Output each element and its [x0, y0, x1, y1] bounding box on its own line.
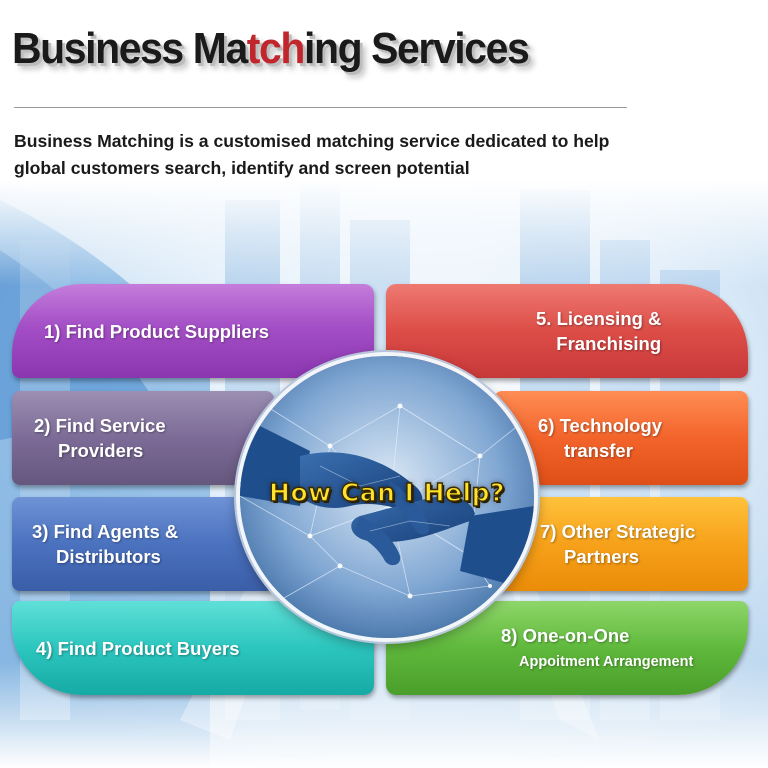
- service-technology-transfer[interactable]: 6) Technology transfer: [494, 391, 748, 485]
- service-label-line-2: Partners: [564, 546, 640, 567]
- service-label-line-1: 5. Licensing &: [536, 308, 662, 329]
- handshake-network-icon: [240, 356, 534, 638]
- intro-text: Business Matching is a customised matchi…: [14, 131, 610, 178]
- service-label: 5. Licensing & Franchising: [536, 306, 661, 356]
- service-label: 4) Find Product Buyers: [36, 637, 240, 659]
- service-label: 7) Other Strategic Partners: [540, 519, 695, 569]
- service-find-agents-distributors[interactable]: 3) Find Agents & Distributors: [12, 497, 274, 591]
- title-divider: [14, 107, 627, 108]
- service-label-line-2: transfer: [564, 440, 633, 461]
- handshake-hub: [236, 352, 538, 642]
- service-label: 6) Technology transfer: [538, 413, 662, 463]
- service-label-line-1: 7) Other Strategic: [540, 521, 696, 542]
- service-label-line-1: 6) Technology: [538, 415, 663, 436]
- page-title: Business Matching Services: [12, 24, 530, 74]
- service-label-line-1: 2) Find Service: [34, 415, 166, 436]
- title-part-1: Business Ma: [12, 24, 248, 73]
- service-label-line-2: Franchising: [556, 333, 662, 354]
- hub-label: How Can I Help?: [268, 477, 505, 507]
- service-label-line-2: Distributors: [56, 546, 161, 567]
- title-part-2: ing Services: [304, 24, 530, 73]
- service-label-line-2: Appoitment Arrangement: [519, 654, 694, 670]
- service-label-line-1: 3) Find Agents &: [32, 521, 179, 542]
- service-label: 1) Find Product Suppliers: [44, 320, 270, 342]
- service-label-line-2: Providers: [58, 440, 144, 461]
- service-find-service-providers[interactable]: 2) Find Service Providers: [12, 391, 274, 485]
- service-label: 3) Find Agents & Distributors: [32, 519, 178, 569]
- title-accent: tch: [246, 24, 306, 73]
- service-label: 2) Find Service Providers: [34, 413, 166, 463]
